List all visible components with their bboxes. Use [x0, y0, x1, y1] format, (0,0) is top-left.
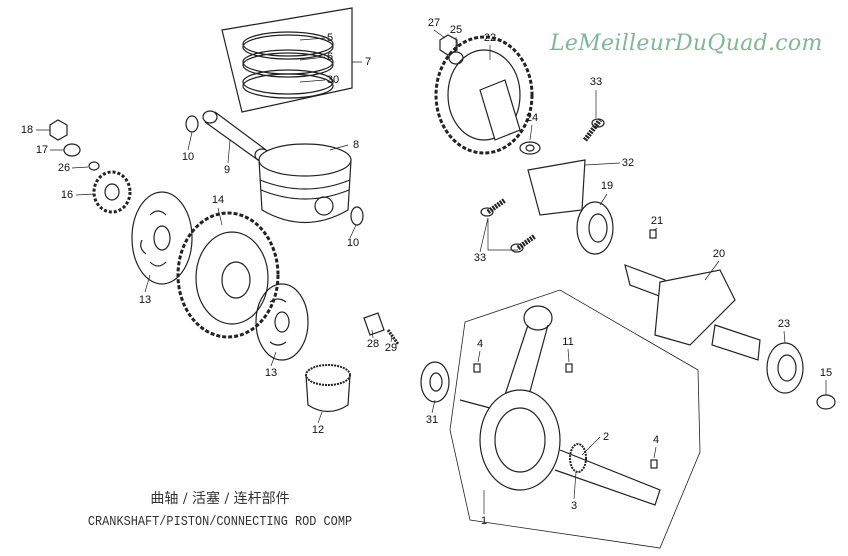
- key: [649, 229, 657, 239]
- part-callout: 14: [211, 194, 225, 206]
- part-callout: 16: [60, 189, 74, 201]
- part-callout: 20: [712, 248, 726, 260]
- washer: [448, 51, 464, 65]
- part-callout: 9: [223, 164, 231, 176]
- bolt: [480, 197, 507, 217]
- part-callout: 27: [427, 17, 441, 29]
- key: [650, 459, 658, 469]
- part-callout: 25: [449, 24, 463, 36]
- part-callout: 6: [326, 51, 334, 63]
- part-callout: 7: [364, 56, 372, 68]
- key: [565, 363, 573, 373]
- crankshaft-half: [624, 264, 761, 361]
- part-callout: 18: [20, 124, 34, 136]
- nut: [439, 34, 458, 56]
- spring-pin: [363, 312, 400, 345]
- part-callout: 15: [819, 367, 833, 379]
- connecting-rod-crankshaft: [459, 305, 661, 506]
- cam-gear: [434, 35, 534, 155]
- part-callout: 4: [476, 338, 484, 350]
- plate: [255, 283, 309, 361]
- bolt: [510, 233, 537, 253]
- washer: [519, 141, 541, 155]
- circlip: [350, 206, 364, 226]
- part-callout: 1: [480, 515, 488, 527]
- part-callout: 2: [602, 431, 610, 443]
- washer: [88, 161, 100, 171]
- bolt: [583, 118, 605, 142]
- part-callout: 12: [311, 424, 325, 436]
- needle-bearing: [305, 364, 351, 413]
- part-callout: 28: [366, 338, 380, 350]
- part-callout: 23: [777, 318, 791, 330]
- leader-lines: [36, 29, 827, 514]
- caption-chinese: 曲轴 / 活塞 / 连杆部件: [150, 491, 290, 507]
- part-callout: 33: [589, 76, 603, 88]
- part-callout: 10: [346, 237, 360, 249]
- washer: [816, 394, 836, 410]
- ball-bearing: [420, 361, 450, 403]
- part-callout: 24: [525, 112, 539, 124]
- ball-bearing: [576, 201, 614, 255]
- circlip: [185, 115, 199, 133]
- part-callout: 13: [264, 367, 278, 379]
- nut: [49, 119, 68, 141]
- caption-english: CRANKSHAFT/PISTON/CONNECTING ROD COMP: [87, 514, 353, 530]
- part-callout: 13: [138, 294, 152, 306]
- part-callout: 8: [352, 139, 360, 151]
- part-callout: 3: [570, 500, 578, 512]
- part-callout: 17: [35, 144, 49, 156]
- part-callout: 10: [181, 151, 195, 163]
- gasket: [527, 159, 586, 216]
- driven-gear: [176, 211, 280, 339]
- piston-pin: [202, 110, 270, 162]
- starter-gear: [92, 170, 132, 214]
- part-callout: 19: [600, 180, 614, 192]
- crank-assembly-outline: [449, 289, 701, 549]
- lock-washer: [63, 143, 81, 157]
- part-callout: 30: [326, 74, 340, 86]
- part-callout: 11: [562, 336, 574, 348]
- part-callout: 4: [652, 434, 660, 446]
- part-callout: 5: [326, 32, 334, 44]
- part-callout: 22: [483, 32, 497, 44]
- piston-rings-group: [221, 7, 353, 113]
- piston: [258, 143, 352, 224]
- ball-bearing: [766, 342, 804, 394]
- plate: [131, 191, 193, 285]
- part-callout: 32: [621, 157, 635, 169]
- part-callout: 29: [384, 342, 398, 354]
- part-callout: 33: [473, 252, 487, 264]
- key: [473, 363, 481, 373]
- part-callout: 21: [650, 215, 664, 227]
- part-callout: 26: [57, 162, 71, 174]
- part-callout: 31: [425, 414, 439, 426]
- watermark: LeMeilleurDuQuad.com: [550, 31, 823, 56]
